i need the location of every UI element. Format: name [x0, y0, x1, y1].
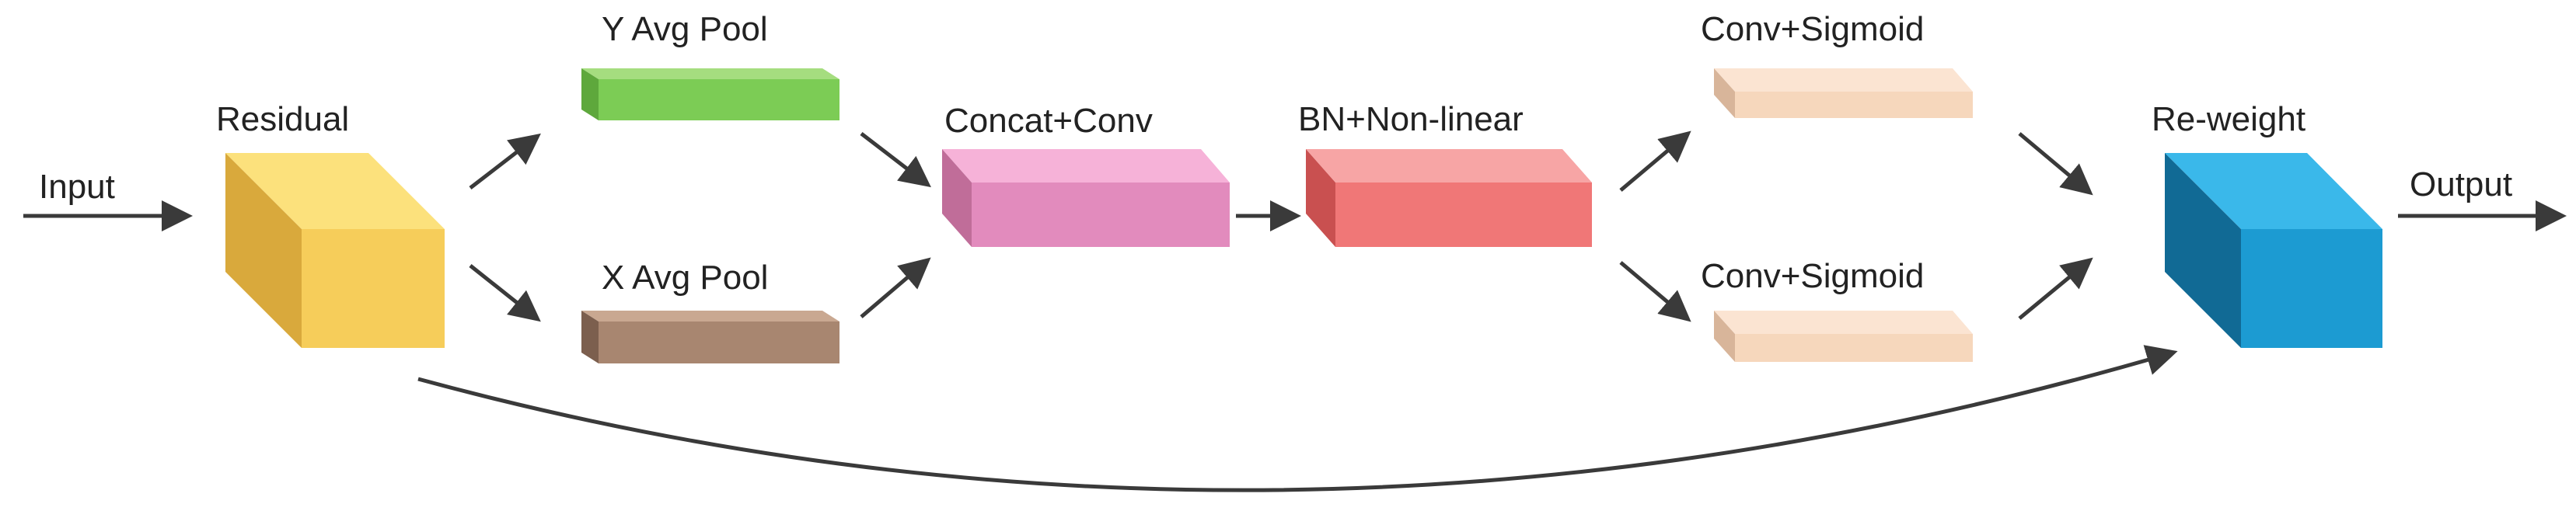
bn-nonlinear-block	[1306, 149, 1592, 247]
bn-nonlinear-side-face	[1306, 149, 1335, 247]
bn-nonlinear-top-face	[1306, 149, 1592, 182]
arrow-ypool-to-concat	[860, 132, 931, 188]
input-label: Input	[39, 168, 115, 206]
concat-conv-top-face	[942, 149, 1230, 182]
arrow-bn-to-conv-sigmoid-bottom	[1619, 261, 1691, 322]
reweight-block	[2165, 153, 2382, 348]
residual-front-face	[302, 229, 445, 348]
conv-sigmoid-top-label: Conv+Sigmoid	[1701, 10, 1924, 48]
conv-sigmoid-bottom-front-face	[1735, 334, 1973, 362]
conv-sigmoid-top-block	[1714, 68, 1973, 118]
bn-nonlinear-front-face	[1335, 182, 1592, 247]
conv-sigmoid-bottom-side-face	[1714, 311, 1735, 362]
reweight-top-face	[2165, 153, 2382, 229]
y-avg-pool-label: Y Avg Pool	[602, 10, 768, 48]
x-avg-pool-side-face	[581, 311, 599, 363]
x-avg-pool-front-face	[599, 322, 839, 363]
conv-sigmoid-bottom-label: Conv+Sigmoid	[1701, 257, 1924, 295]
output-label: Output	[2410, 165, 2512, 203]
bn-nonlinear-label: BN+Non-linear	[1298, 100, 1524, 138]
residual-side-face	[225, 153, 302, 348]
concat-conv-side-face	[942, 149, 972, 247]
concat-conv-block	[942, 149, 1230, 247]
x-avg-pool-block	[581, 311, 839, 363]
arrow-conv-sigmoid-top-to-reweight	[2018, 132, 2093, 196]
conv-sigmoid-bottom-block	[1714, 311, 1973, 362]
arrow-residual-to-ypool	[469, 133, 541, 189]
concat-conv-front-face	[972, 182, 1230, 247]
x-avg-pool-top-face	[581, 311, 839, 322]
y-avg-pool-block	[581, 68, 839, 120]
arrow-xpool-to-concat	[860, 257, 931, 318]
conv-sigmoid-bottom-top-face	[1714, 311, 1973, 334]
residual-block	[225, 153, 445, 348]
arrow-conv-sigmoid-bottom-to-reweight	[2018, 257, 2093, 320]
conv-sigmoid-top-side-face	[1714, 68, 1735, 118]
conv-sigmoid-top-top-face	[1714, 68, 1973, 92]
reweight-label: Re-weight	[2152, 100, 2305, 138]
reweight-front-face	[2241, 229, 2382, 348]
residual-top-face	[225, 153, 445, 229]
y-avg-pool-side-face	[581, 68, 599, 120]
residual-label: Residual	[216, 100, 349, 138]
arrow-residual-to-xpool	[469, 264, 541, 322]
conv-sigmoid-top-front-face	[1735, 92, 1973, 118]
concat-conv-label: Concat+Conv	[944, 102, 1153, 140]
y-avg-pool-front-face	[599, 79, 839, 120]
x-avg-pool-label: X Avg Pool	[602, 259, 768, 297]
reweight-side-face	[2165, 153, 2241, 348]
arrow-bn-to-conv-sigmoid-top	[1619, 130, 1691, 192]
residual-skip-connection-arrow	[417, 345, 2178, 492]
y-avg-pool-top-face	[581, 68, 839, 79]
